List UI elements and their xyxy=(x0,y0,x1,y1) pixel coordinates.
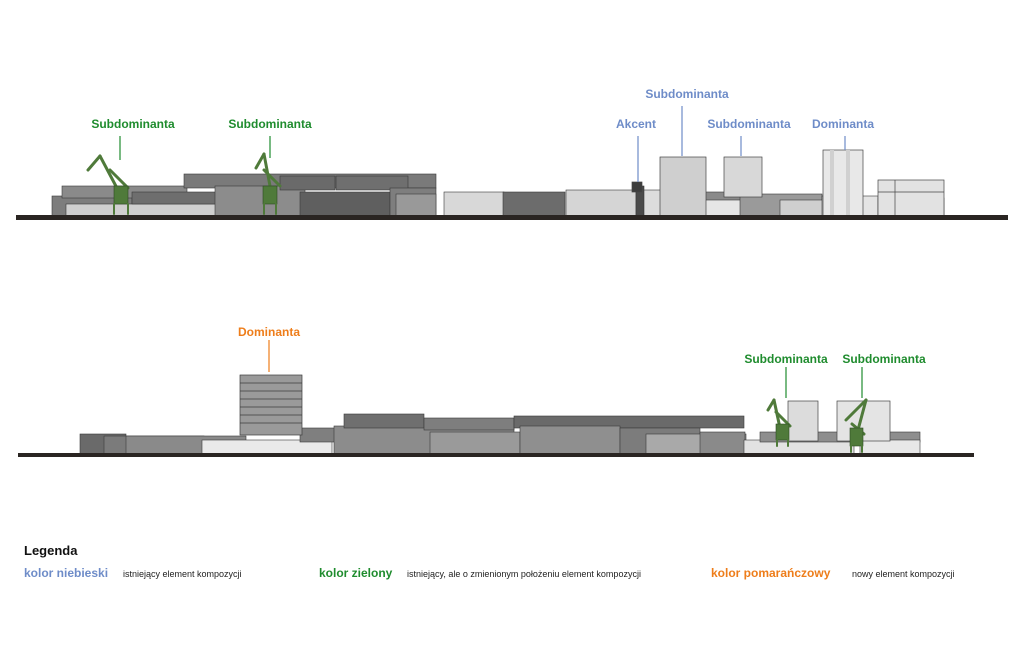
label-top-subdominanta-crane-1: Subdominanta xyxy=(91,117,175,131)
legend-key-relocated: kolor zielony xyxy=(319,566,393,580)
bottom-elevation xyxy=(18,340,974,457)
label-top-subdominanta-tower-2: Subdominanta xyxy=(707,117,791,131)
label-bottom-subdominanta-1: Subdominanta xyxy=(744,352,828,366)
label-bottom-subdominanta-2: Subdominanta xyxy=(842,352,926,366)
bottom-towers-right xyxy=(787,400,891,442)
legend-desc-existing: istniejący element kompozycji xyxy=(123,569,242,579)
tower-subdominanta-1 xyxy=(659,156,707,217)
crane-icon xyxy=(254,152,282,215)
top-leader-lines xyxy=(119,106,846,182)
bottom-buildings xyxy=(79,413,921,455)
tower-dominanta xyxy=(822,149,864,217)
label-top-akcent: Akcent xyxy=(615,117,657,131)
legend-key-new: kolor pomarańczowy xyxy=(711,566,831,580)
legend-title: Legenda xyxy=(24,543,78,558)
ground-line xyxy=(16,215,1008,220)
top-existing-towers xyxy=(631,149,945,217)
ground-line xyxy=(18,453,974,457)
crane-icon xyxy=(844,398,868,453)
top-buildings xyxy=(51,173,945,217)
crane-icon xyxy=(86,154,130,215)
label-top-subdominanta-tower-1: Subdominanta xyxy=(645,87,729,101)
tower-subdominanta-2 xyxy=(723,156,763,198)
label-top-subdominanta-crane-2: Subdominanta xyxy=(228,117,312,131)
bottom-leader-lines xyxy=(268,340,863,398)
label-top-dominanta: Dominanta xyxy=(811,117,875,131)
label-bottom-dominanta: Dominanta xyxy=(237,325,301,339)
legend-key-existing: kolor niebieski xyxy=(24,566,109,580)
accent-structure xyxy=(631,181,643,193)
top-elevation xyxy=(16,106,1008,220)
legend-desc-relocated: istniejący, ale o zmienionym położeniu e… xyxy=(407,569,641,579)
crane-icon xyxy=(766,398,792,447)
bottom-cranes xyxy=(766,398,868,453)
legend-desc-new: nowy element kompozycji xyxy=(852,569,955,579)
top-cranes xyxy=(86,152,282,215)
bottom-tower-dominanta xyxy=(239,374,303,436)
